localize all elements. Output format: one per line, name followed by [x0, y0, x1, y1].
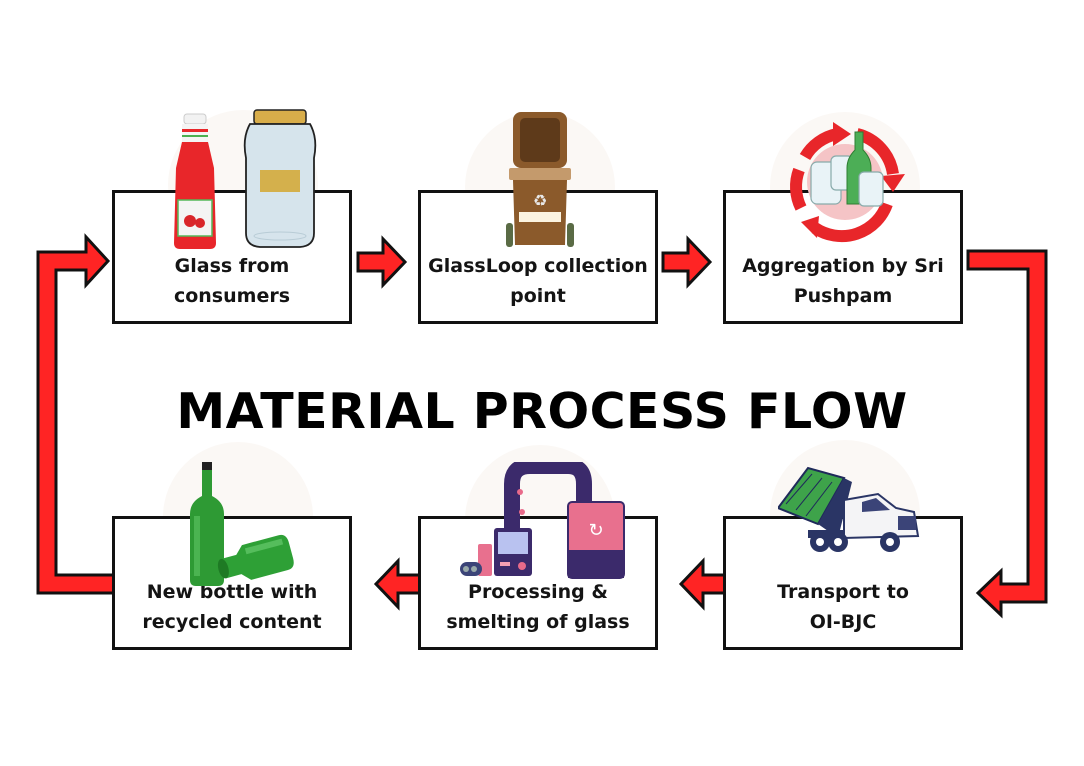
arrow-step2-to-step3: [661, 235, 713, 289]
green-bottles-icon: [190, 462, 294, 586]
diagram-title: MATERIAL PROCESS FLOW: [176, 383, 908, 440]
roll-off-truck-icon: [778, 466, 920, 552]
arrow-step3-to-step4: [966, 249, 1048, 619]
arrow-step4-to-step5: [678, 557, 728, 611]
arrow-step1-to-step2: [356, 235, 408, 289]
arrow-step6-to-step1: [36, 233, 116, 595]
step-box-new-bottle: New bottle with recycled content: [112, 516, 352, 650]
step-label: Processing & smelting of glass: [446, 581, 630, 633]
step-label: Transport to OI-BJC: [777, 581, 909, 633]
step-box-collection-point: GlassLoop collection point: [418, 190, 658, 324]
step-label: Aggregation by Sri Pushpam: [742, 255, 944, 307]
step-label: Glass from consumers: [173, 255, 291, 307]
step-label: New bottle with recycled content: [142, 581, 322, 633]
step-box-aggregation: Aggregation by Sri Pushpam: [723, 190, 963, 324]
arrow-step5-to-step6: [373, 557, 423, 611]
svg-text:↻: ↻: [588, 520, 603, 541]
processing-machine-icon: ↻: [460, 462, 625, 579]
ketchup-bottle-and-jar-icon: [174, 109, 317, 249]
recycling-bin-icon: ♻: [506, 112, 574, 247]
recycling-glass-cycle-icon: [790, 122, 905, 243]
step-label: GlassLoop collection point: [428, 255, 648, 307]
svg-text:♻: ♻: [533, 191, 547, 210]
